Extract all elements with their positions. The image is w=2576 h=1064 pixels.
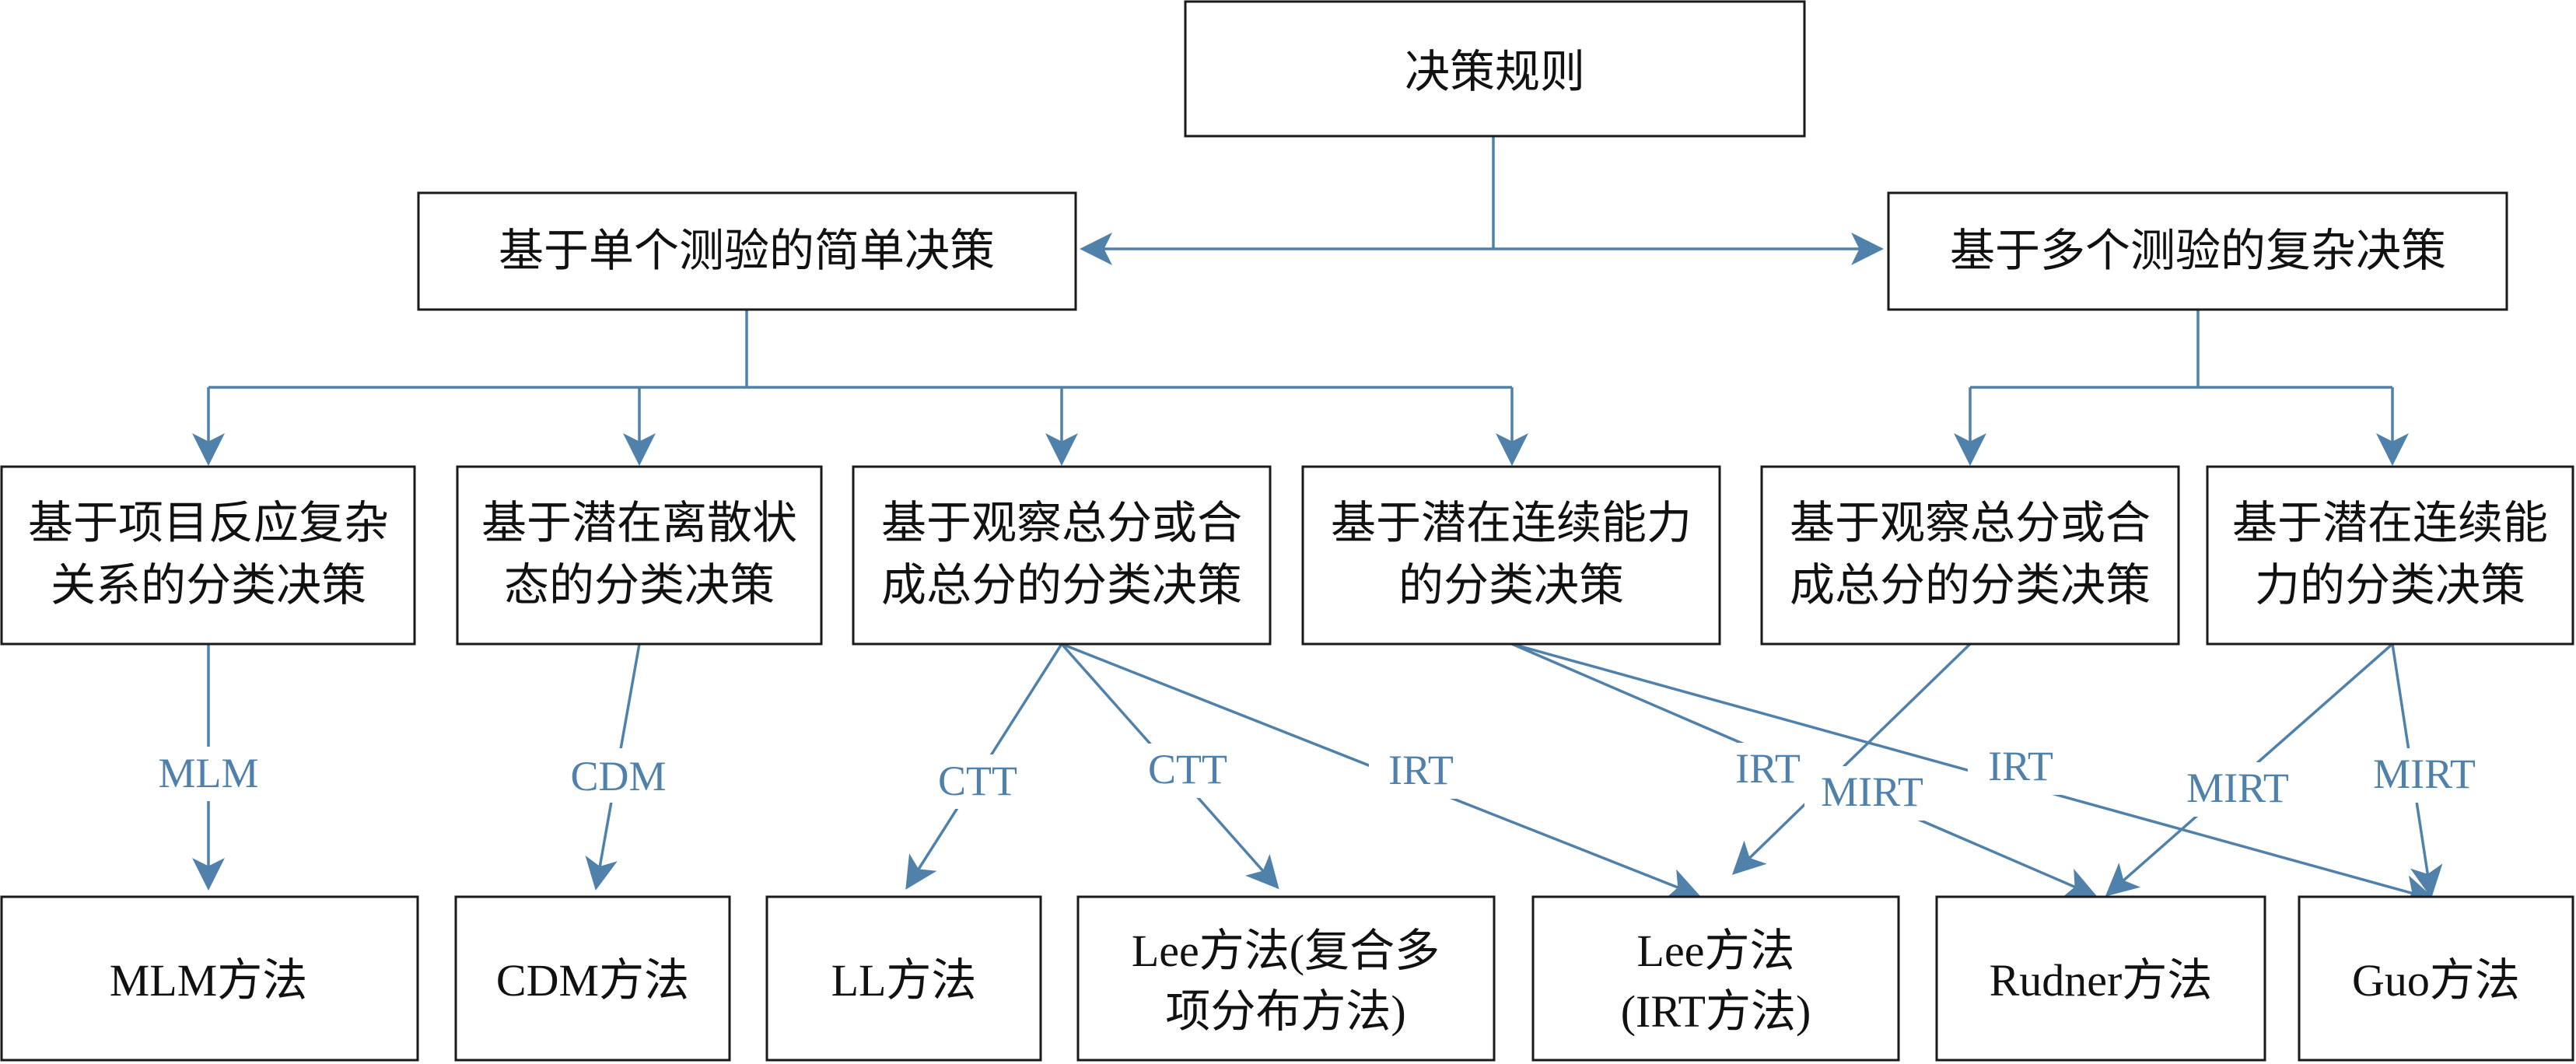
svg-text:Lee方法(复合多: Lee方法(复合多 [1132,926,1440,976]
edge-label-mirt-obs: MIRT [1821,768,1923,815]
method-cdm-label: CDM方法 [496,955,689,1006]
svg-text:项分布方法): 项分布方法) [1165,986,1405,1037]
svg-text:态的分类决策: 态的分类决策 [504,558,775,611]
svg-text:基于潜在离散状: 基于潜在离散状 [481,496,797,549]
method-lee-irt-line-1: Lee方法 [1637,926,1795,976]
node-l2-4-line-1: 基于潜在连续能力 [1331,496,1692,549]
node-l2-2-line-1: 基于潜在离散状 [481,496,797,549]
method-guo-label: Guo方法 [2352,955,2520,1006]
method-rudner-label: Rudner方法 [1990,955,2213,1006]
edge-label-mirt-cont-rudner: MIRT [2186,765,2289,811]
node-method-ll: LL方法 [765,895,1042,1062]
node-root-label: 决策规则 [1405,45,1585,98]
edge-label-mirt-cont-guo: MIRT [2373,751,2476,797]
method-lee-multinomial-line-2: 项分布方法) [1165,986,1405,1037]
node-l2-4-line-2: 的分类决策 [1398,558,1624,611]
svg-text:基于观察总分或合: 基于观察总分或合 [881,496,1242,549]
method-mlm-label: MLM方法 [110,955,308,1006]
svg-text:基于项目反应复杂: 基于项目反应复杂 [28,496,389,549]
edge-label-mlm: MLM [158,750,258,796]
node-method-cdm: CDM方法 [454,895,731,1062]
svg-text:力的分类决策: 力的分类决策 [2255,558,2525,611]
node-l2-3-line-1: 基于观察总分或合 [881,496,1242,549]
node-l2-6-line-1: 基于潜在连续能 [2232,496,2548,549]
method-lee-multinomial-line-1: Lee方法(复合多 [1132,926,1440,976]
svg-text:Lee方法: Lee方法 [1637,926,1795,976]
node-root: 决策规则 [1184,0,1806,138]
node-l2-3-line-2: 成总分的分类决策 [881,558,1242,611]
node-l2-6-line-2: 力的分类决策 [2255,558,2525,611]
node-l2-discrete-state: 基于潜在离散状 态的分类决策 [456,465,823,646]
edge-mirt-obs-lee [1731,642,1972,875]
node-l2-observed-score-single: 基于观察总分或合 成总分的分类决策 [852,465,1272,646]
svg-text:关系的分类决策: 关系的分类决策 [51,558,366,611]
edge-labels: MLM CDM CTT CTT IRT IRT MIRT IRT MIRT MI… [149,740,2493,821]
node-single-test-label: 基于单个测验的简单决策 [499,224,995,277]
method-lee-irt-line-2: (IRT方法) [1621,986,1811,1037]
node-method-rudner: Rudner方法 [1935,895,2266,1062]
edge-label-irt-cont-guo: IRT [1988,743,2053,789]
svg-text:基于潜在连续能力: 基于潜在连续能力 [1331,496,1692,549]
node-single-test: 基于单个测验的简单决策 [417,191,1077,311]
node-l2-5-line-2: 成总分的分类决策 [1790,558,2151,611]
svg-text:(IRT方法): (IRT方法) [1621,986,1811,1037]
node-method-mlm: MLM方法 [0,895,419,1062]
svg-text:基于潜在连续能: 基于潜在连续能 [2232,496,2548,549]
svg-text:成总分的分类决策: 成总分的分类决策 [1790,558,2151,611]
edge-label-irt-obs: IRT [1388,747,1454,793]
node-l2-observed-score-multiple: 基于观察总分或合 成总分的分类决策 [1760,465,2180,646]
svg-text:基于观察总分或合: 基于观察总分或合 [1790,496,2151,549]
node-method-lee-multinomial: Lee方法(复合多 项分布方法) [1076,895,1496,1062]
method-ll-label: LL方法 [831,955,977,1006]
node-l2-2-line-2: 态的分类决策 [504,558,775,611]
node-l2-item-response: 基于项目反应复杂 关系的分类决策 [0,465,416,646]
node-l2-1-line-2: 关系的分类决策 [51,558,366,611]
node-method-guo: Guo方法 [2298,895,2574,1062]
edge-label-ctt-lee: CTT [1148,746,1227,793]
node-method-lee-irt: Lee方法 (IRT方法) [1531,895,1900,1062]
node-l2-continuous-ability-multiple: 基于潜在连续能 力的分类决策 [2206,465,2574,646]
svg-text:成总分的分类决策: 成总分的分类决策 [881,558,1242,611]
svg-text:的分类决策: 的分类决策 [1398,558,1624,611]
node-multiple-test-label: 基于多个测验的复杂决策 [1950,224,2446,277]
node-multiple-test: 基于多个测验的复杂决策 [1887,191,2508,311]
node-l2-1-line-1: 基于项目反应复杂 [28,496,389,549]
edge-label-cdm: CDM [570,753,666,800]
node-l2-continuous-ability-single: 基于潜在连续能力 的分类决策 [1301,465,1721,646]
edge-label-ctt-ll: CTT [938,758,1017,804]
node-l2-5-line-1: 基于观察总分或合 [1790,496,2151,549]
edge-label-irt-cont-lee: IRT [1735,745,1801,792]
